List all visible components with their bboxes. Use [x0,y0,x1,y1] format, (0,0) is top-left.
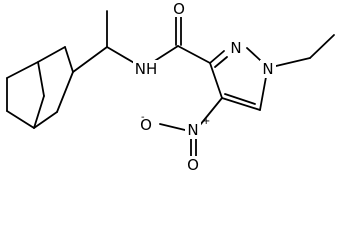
atom-n-amide-label: NH [135,60,158,78]
bond [221,97,261,111]
bond [33,111,58,129]
bond [152,45,179,63]
molecule-structure: O NH N N N + O - O [6,0,335,174]
atom-n-ring-2-label: N [230,39,241,57]
atom-labels: O NH N N N + O - O [133,0,276,174]
bond [177,45,211,64]
atom-n-nitro-charge: + [202,116,210,127]
atom-o-nitro-1-label: O [140,116,152,134]
atom-o-nitro-1-charge: - [141,112,145,123]
bonds [6,10,335,157]
bond [6,61,39,79]
atom-n-amide: NH [133,60,159,78]
bond [224,93,256,105]
bond [33,95,45,129]
atom-n-nitro: N + [185,116,210,139]
bond [6,110,35,129]
atom-o-nitro-2-label: O [187,156,199,174]
bond [159,123,186,131]
atom-o-carbonyl-label: O [173,0,185,18]
atom-n-ring-1-label: N [262,60,273,78]
bond [37,46,66,63]
bond [209,50,225,64]
bond [106,46,137,65]
bond [309,34,335,59]
atom-n-ring-2: N [228,39,244,57]
bond [214,56,228,68]
atom-n-ring-1: N [260,60,276,78]
bond [64,46,74,73]
atom-o-nitro-1: O - [138,112,154,134]
atom-n-nitro-label: N [187,121,198,139]
bond [56,71,74,113]
atom-o-nitro-2: O [185,156,201,174]
atom-o-carbonyl: O [171,0,187,18]
bond [72,46,108,73]
bond [275,57,311,67]
bond [246,47,261,61]
bond [37,61,45,97]
bond [199,97,223,126]
bond [259,76,267,111]
bond [209,62,223,99]
